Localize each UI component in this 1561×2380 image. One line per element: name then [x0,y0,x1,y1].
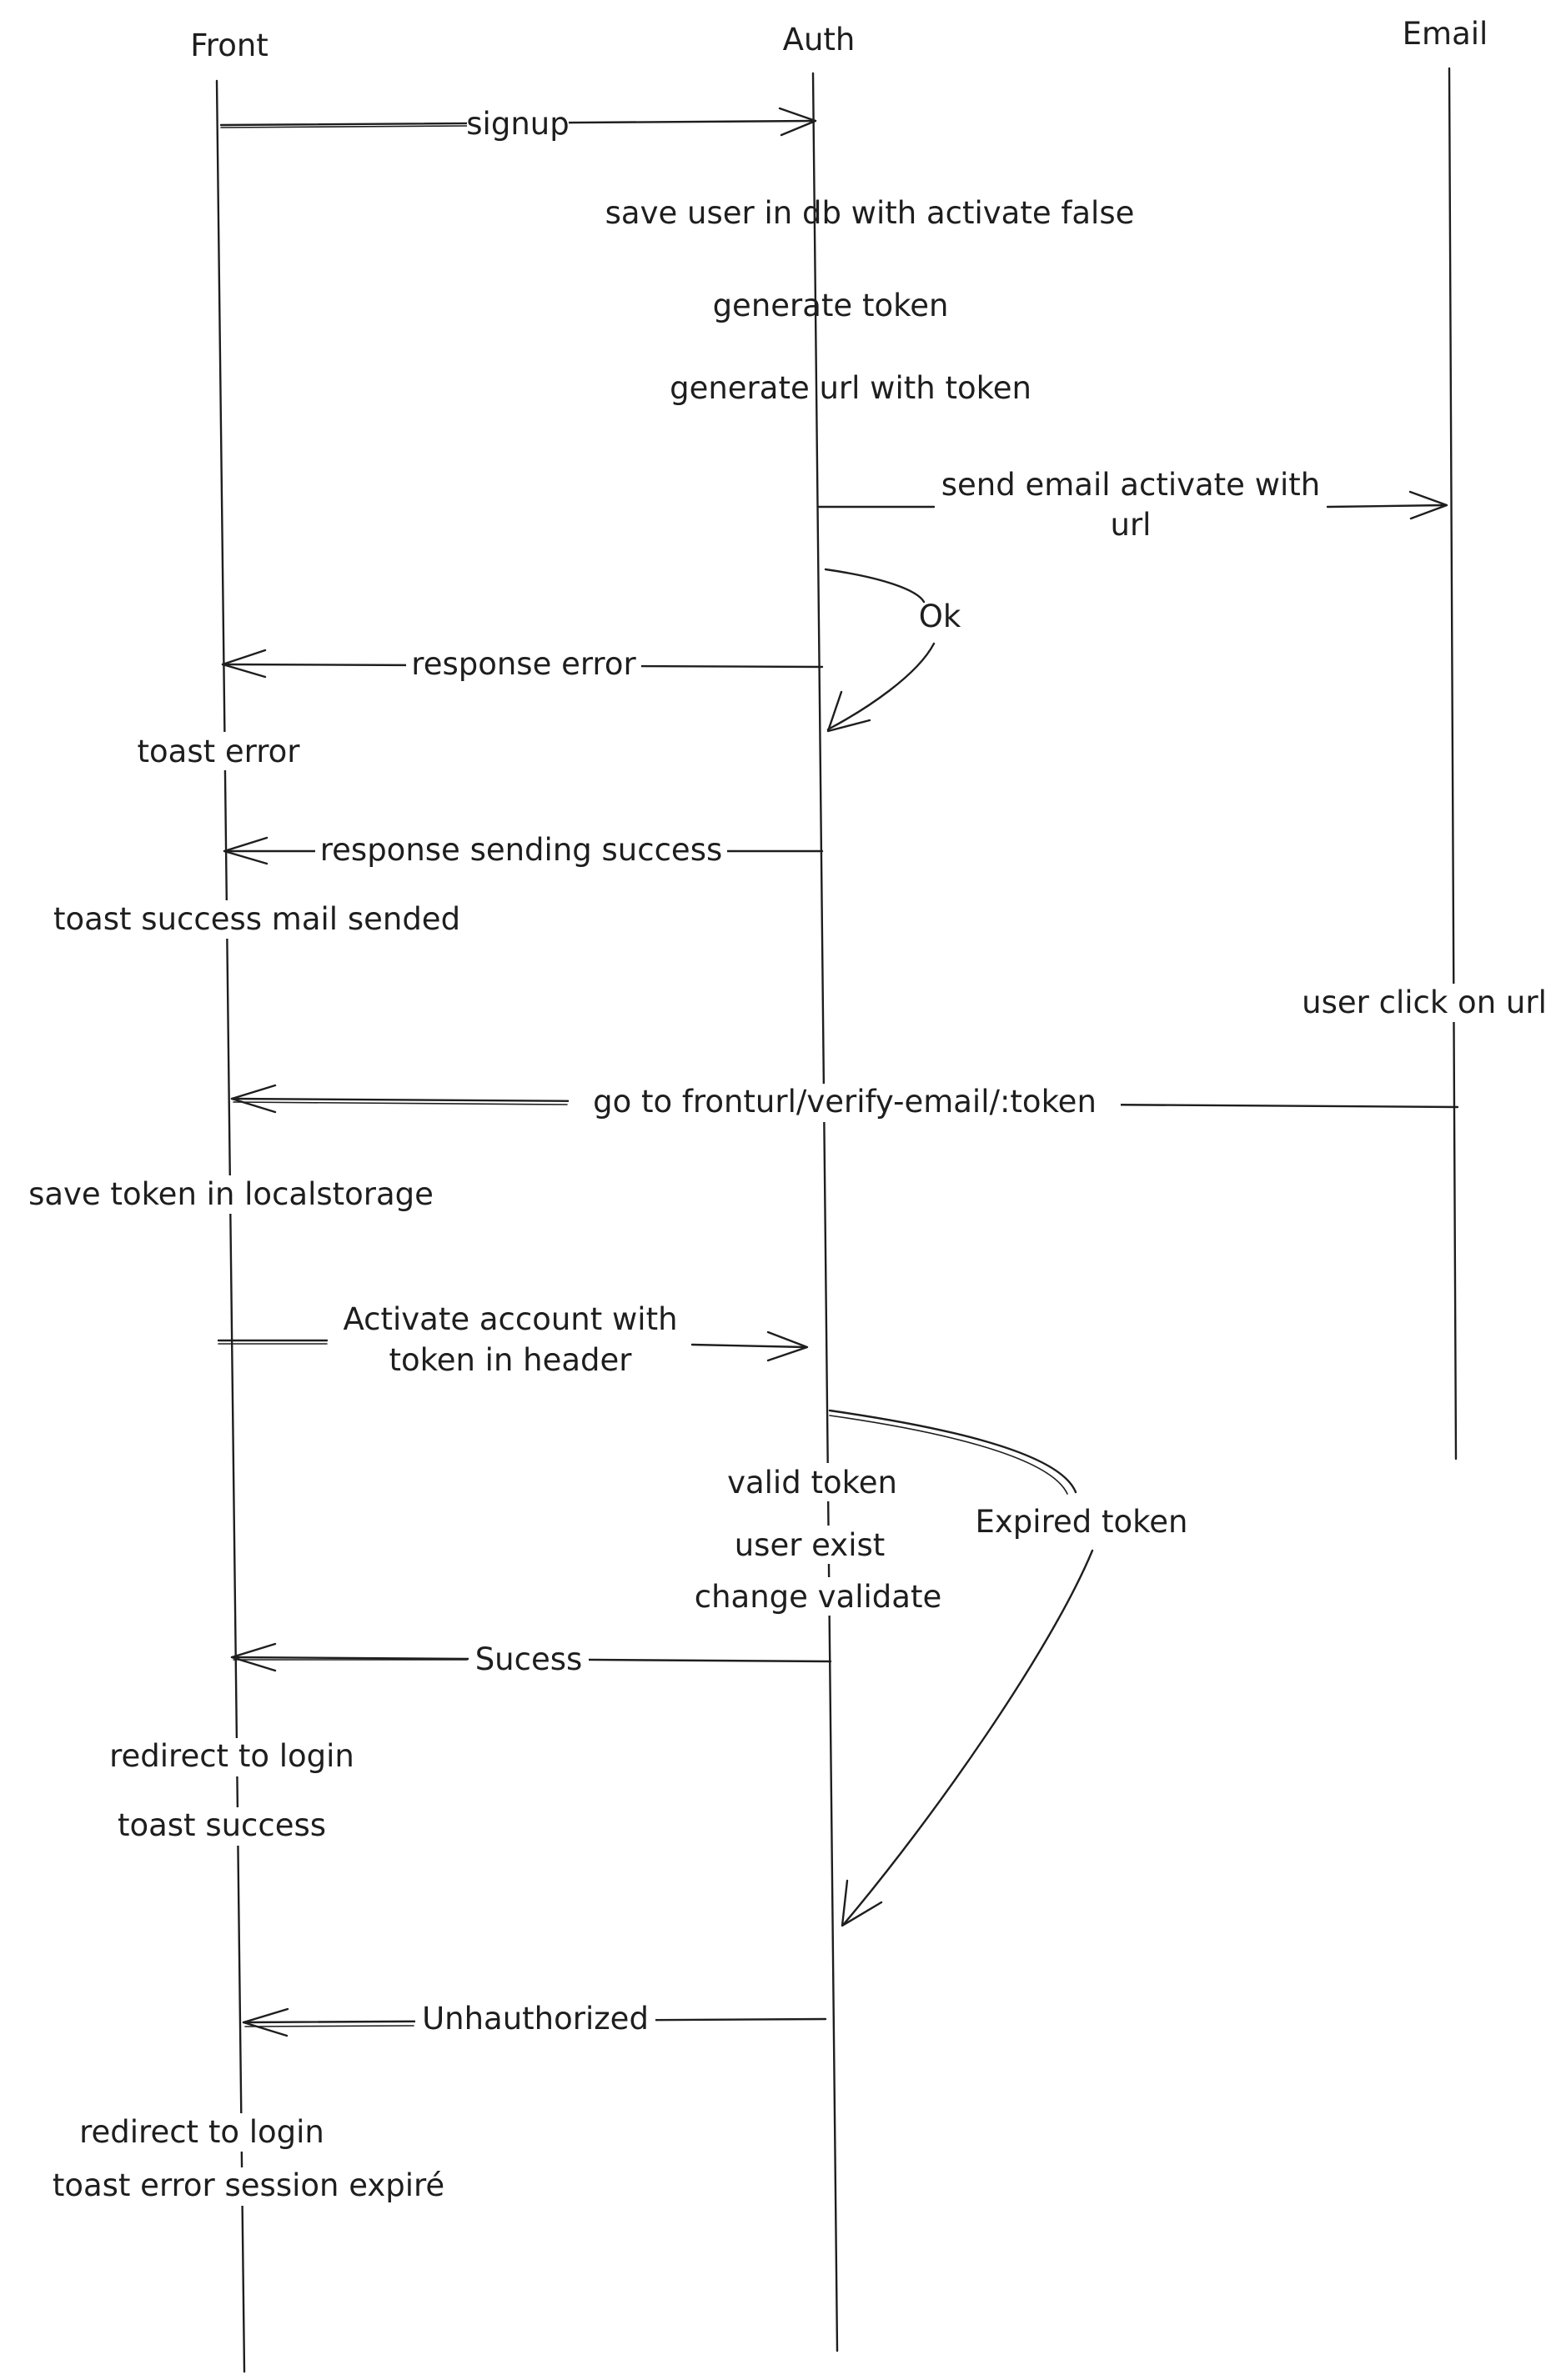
message-activate-line2: token in header [389,1342,632,1378]
label-bg [97,1738,369,1776]
message-response-success: response sending success [320,832,723,868]
note-save-user: save user in db with activate false [605,195,1135,231]
label-bg [415,2001,655,2039]
label-bg [43,900,474,939]
lifeline-auth [811,72,839,2352]
message-success: Sucess [475,1641,583,1677]
note-toast-error: toast error [138,734,301,769]
message-go-to-front: go to fronturl/verify-email/:token [593,1084,1097,1120]
label-bg [30,2167,467,2206]
message-response-error: response error [411,646,636,682]
participant-front: Front [190,28,269,63]
note-change-validate: change validate [695,1579,942,1615]
label-bg [722,1526,897,1564]
label-bg [469,1641,589,1679]
label-bg [123,732,312,770]
note-generate-url: generate url with token [670,370,1031,406]
label-bg [689,1577,949,1616]
note-user-exist: user exist [735,1527,886,1563]
label-bg [15,1175,449,1214]
note-save-token: save token in localstorage [28,1176,434,1212]
note-toast-success-mail: toast success mail sended [53,901,460,937]
note-toast-error-session: toast error session expiré [53,2167,444,2203]
message-ok: Ok [919,599,961,634]
label-bg [467,104,569,143]
message-send-email-line1: send email activate with [941,467,1320,503]
arrow-ok-selfloop [824,568,936,733]
label-bg [103,1807,340,1846]
note-toast-success: toast success [118,1807,326,1843]
message-signup: signup [466,106,569,142]
lifeline-email [1448,67,1458,1461]
participant-auth: Auth [783,22,856,58]
label-bg [569,1084,1121,1122]
note-redirect-login-2: redirect to login [79,2114,324,2150]
note-generate-token: generate token [713,288,949,323]
message-activate-line1: Activate account with [343,1301,677,1337]
note-redirect-login-1: redirect to login [109,1738,354,1774]
note-user-click: user click on url [1302,985,1547,1020]
message-expired-token: Expired token [976,1504,1188,1540]
label-bg [715,1463,909,1501]
arrow-expired-token [828,1409,1094,1927]
arrow-send-email [817,490,1448,520]
label-bg [65,2113,339,2152]
message-send-email-line2: url [1111,507,1152,543]
label-bg [406,646,641,684]
note-valid-token: valid token [727,1465,897,1501]
participant-email: Email [1403,16,1488,52]
message-unauthorized: Unhauthorized [422,2001,649,2037]
arrow-activate-account [217,1330,809,1362]
label-bg [1297,984,1553,1022]
label-bg [315,832,727,870]
lifeline-front [215,79,246,2373]
